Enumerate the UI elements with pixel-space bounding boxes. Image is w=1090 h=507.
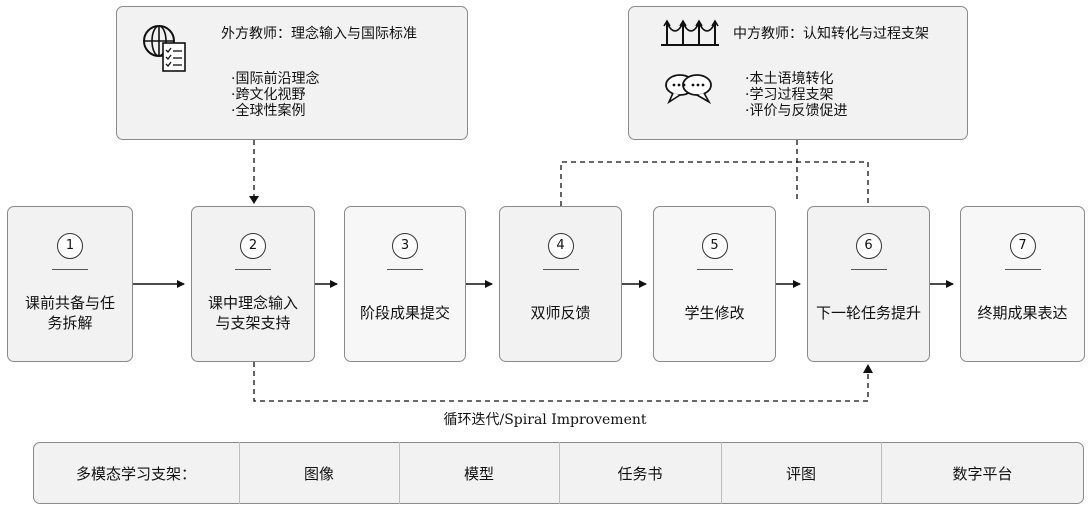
step-number: 1 (57, 233, 83, 259)
scaffold-bar-label: 多模态学习支架： (75, 464, 196, 483)
divider (696, 269, 733, 270)
divider (881, 442, 882, 504)
step-label: 双师反馈 (530, 304, 591, 322)
foreign-teacher-title: 外方教师：理念输入与国际标准 (221, 26, 417, 42)
list-item: ·全球性案例 (231, 103, 306, 119)
chinese-teacher-box: 中方教师：认知转化与过程支架 ·本土语境转化 ·学习过程支架 ·评价与反馈促进 (628, 6, 968, 140)
step-number: 3 (392, 233, 418, 259)
step-label: 学生修改 (684, 304, 745, 322)
divider (559, 442, 560, 504)
divider (387, 269, 423, 270)
step-number: 2 (240, 233, 266, 259)
step-label: 下一轮任务提升 (815, 304, 921, 322)
step-number: 5 (701, 233, 728, 259)
foreign-teacher-box: 外方教师：理念输入与国际标准 ·国际前沿理念 ·跨文化视野 ·全球性案例 (116, 6, 468, 140)
divider (542, 269, 579, 270)
step-6: 6 下一轮任务提升 (807, 206, 930, 362)
list-item: ·本土语境转化 (745, 71, 834, 87)
step-2: 2 课中理念输入与支架支持 (191, 206, 315, 362)
step-4: 4 双师反馈 (499, 206, 622, 362)
list-item: ·学习过程支架 (745, 87, 834, 103)
list-item: ·跨文化视野 (231, 87, 306, 103)
step-number: 7 (1009, 233, 1036, 259)
step-1: 1 课前共备与任务拆解 (7, 206, 133, 362)
step-label: 课中理念输入与支架支持 (207, 294, 298, 332)
step-label: 阶段成果提交 (359, 304, 450, 322)
chinese-teacher-title: 中方教师：认知转化与过程支架 (733, 26, 929, 42)
bridge-icon (659, 17, 721, 53)
divider (850, 269, 887, 270)
scaffold-item-model: 模型 (463, 464, 494, 483)
foreign-teacher-list: ·国际前沿理念 ·跨文化视野 ·全球性案例 (231, 71, 319, 119)
chinese-teacher-list: ·本土语境转化 ·学习过程支架 ·评价与反馈促进 (745, 71, 847, 119)
globe-checklist-icon (139, 21, 189, 79)
divider (1004, 269, 1041, 270)
list-item: ·评价与反馈促进 (745, 103, 848, 119)
divider (399, 442, 400, 504)
step-3: 3 阶段成果提交 (344, 206, 466, 362)
scaffold-item-digital-platform: 数字平台 (952, 464, 1013, 483)
scaffold-item-critique: 评图 (785, 464, 816, 483)
step-label: 课前共备与任务拆解 (24, 294, 115, 332)
step-7: 7 终期成果表达 (960, 206, 1085, 362)
step-5: 5 学生修改 (653, 206, 776, 362)
scaffold-item-task-book: 任务书 (617, 464, 663, 483)
scaffold-item-image: 图像 (303, 464, 334, 483)
divider (235, 269, 271, 270)
scaffold-bar (33, 442, 1084, 504)
divider (721, 442, 722, 504)
divider (239, 442, 240, 504)
step-number: 4 (547, 233, 574, 259)
list-item: ·国际前沿理念 (231, 71, 320, 87)
speech-bubbles-icon (663, 71, 715, 109)
step-number: 6 (855, 233, 882, 259)
spiral-improvement-label: 循环迭代/Spiral Improvement (443, 412, 647, 428)
divider (52, 269, 88, 270)
dashed-links (253, 140, 869, 402)
step-label: 终期成果表达 (977, 304, 1068, 322)
